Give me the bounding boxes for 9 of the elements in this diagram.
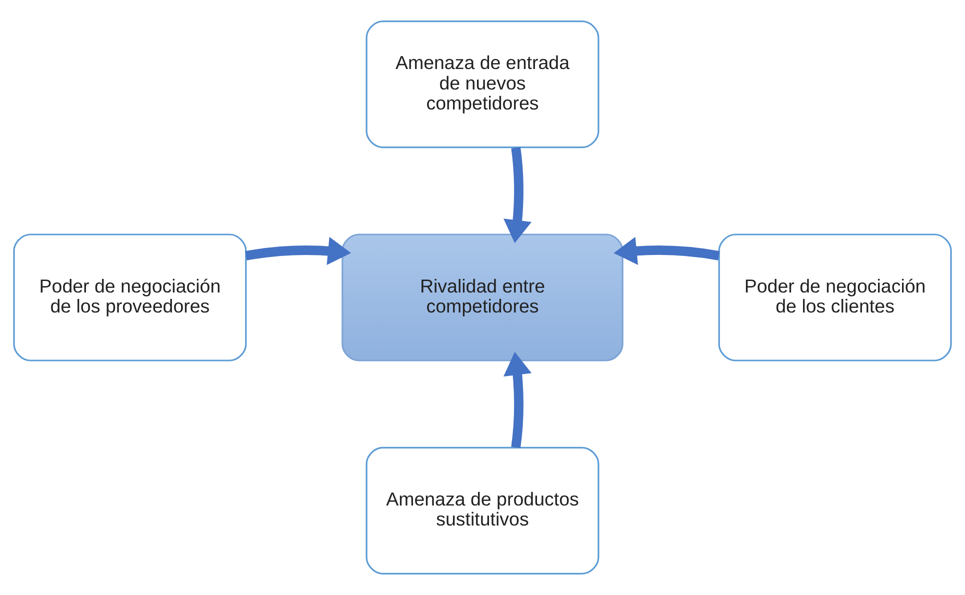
arrow [504, 352, 532, 448]
node-box: Amenaza de productos sustitutivos [366, 446, 600, 574]
arrow [245, 236, 352, 265]
node-box: Rivalidad entre competidores [342, 234, 624, 362]
node-box: Poder de negociación de los proveedores [13, 234, 247, 362]
arrow [614, 236, 720, 265]
arrow [504, 147, 532, 244]
node-box: Poder de negociación de los clientes [718, 234, 952, 362]
node-box: Amenaza de entrada de nuevos competidores [366, 20, 600, 148]
